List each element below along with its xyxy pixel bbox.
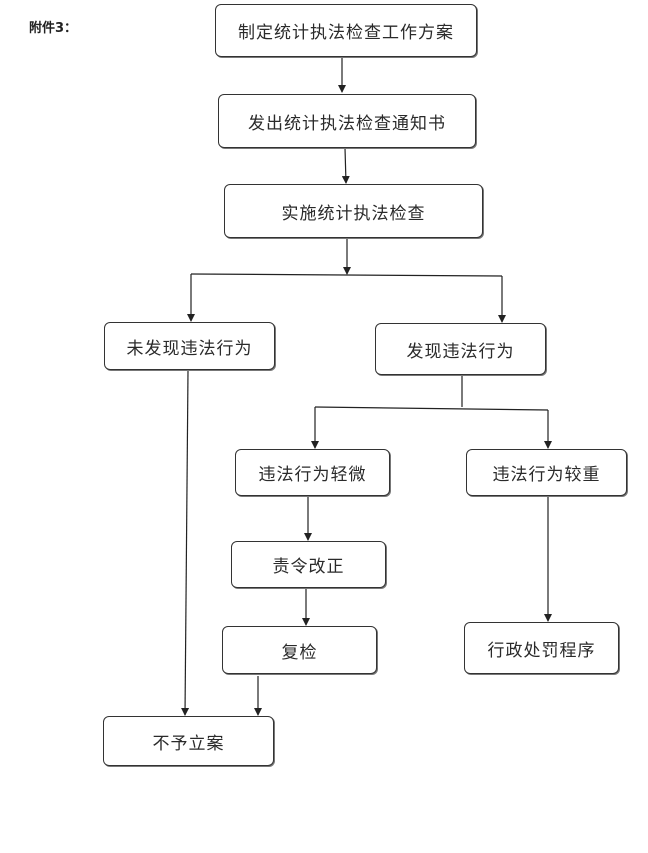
node-notice: 发出统计执法检查通知书 bbox=[218, 94, 476, 148]
node-plan: 制定统计执法检查工作方案 bbox=[215, 4, 477, 57]
line-sub-branch-horizontal bbox=[314, 406, 549, 411]
node-serious: 违法行为较重 bbox=[466, 449, 627, 496]
line-branch-horizontal bbox=[190, 273, 503, 277]
arrow-no-violation-to-no-case bbox=[181, 370, 190, 716]
node-correct: 责令改正 bbox=[231, 541, 386, 588]
node-penalty: 行政处罚程序 bbox=[464, 622, 619, 674]
arrow-notice-to-inspect bbox=[341, 147, 350, 184]
node-minor: 违法行为轻微 bbox=[235, 449, 390, 496]
node-no-case: 不予立案 bbox=[103, 716, 274, 766]
node-no-violation: 未发现违法行为 bbox=[104, 322, 275, 370]
node-recheck: 复检 bbox=[222, 626, 377, 674]
node-violation: 发现违法行为 bbox=[375, 323, 546, 375]
node-inspect: 实施统计执法检查 bbox=[224, 184, 483, 238]
attachment-label: 附件3： bbox=[29, 21, 78, 36]
